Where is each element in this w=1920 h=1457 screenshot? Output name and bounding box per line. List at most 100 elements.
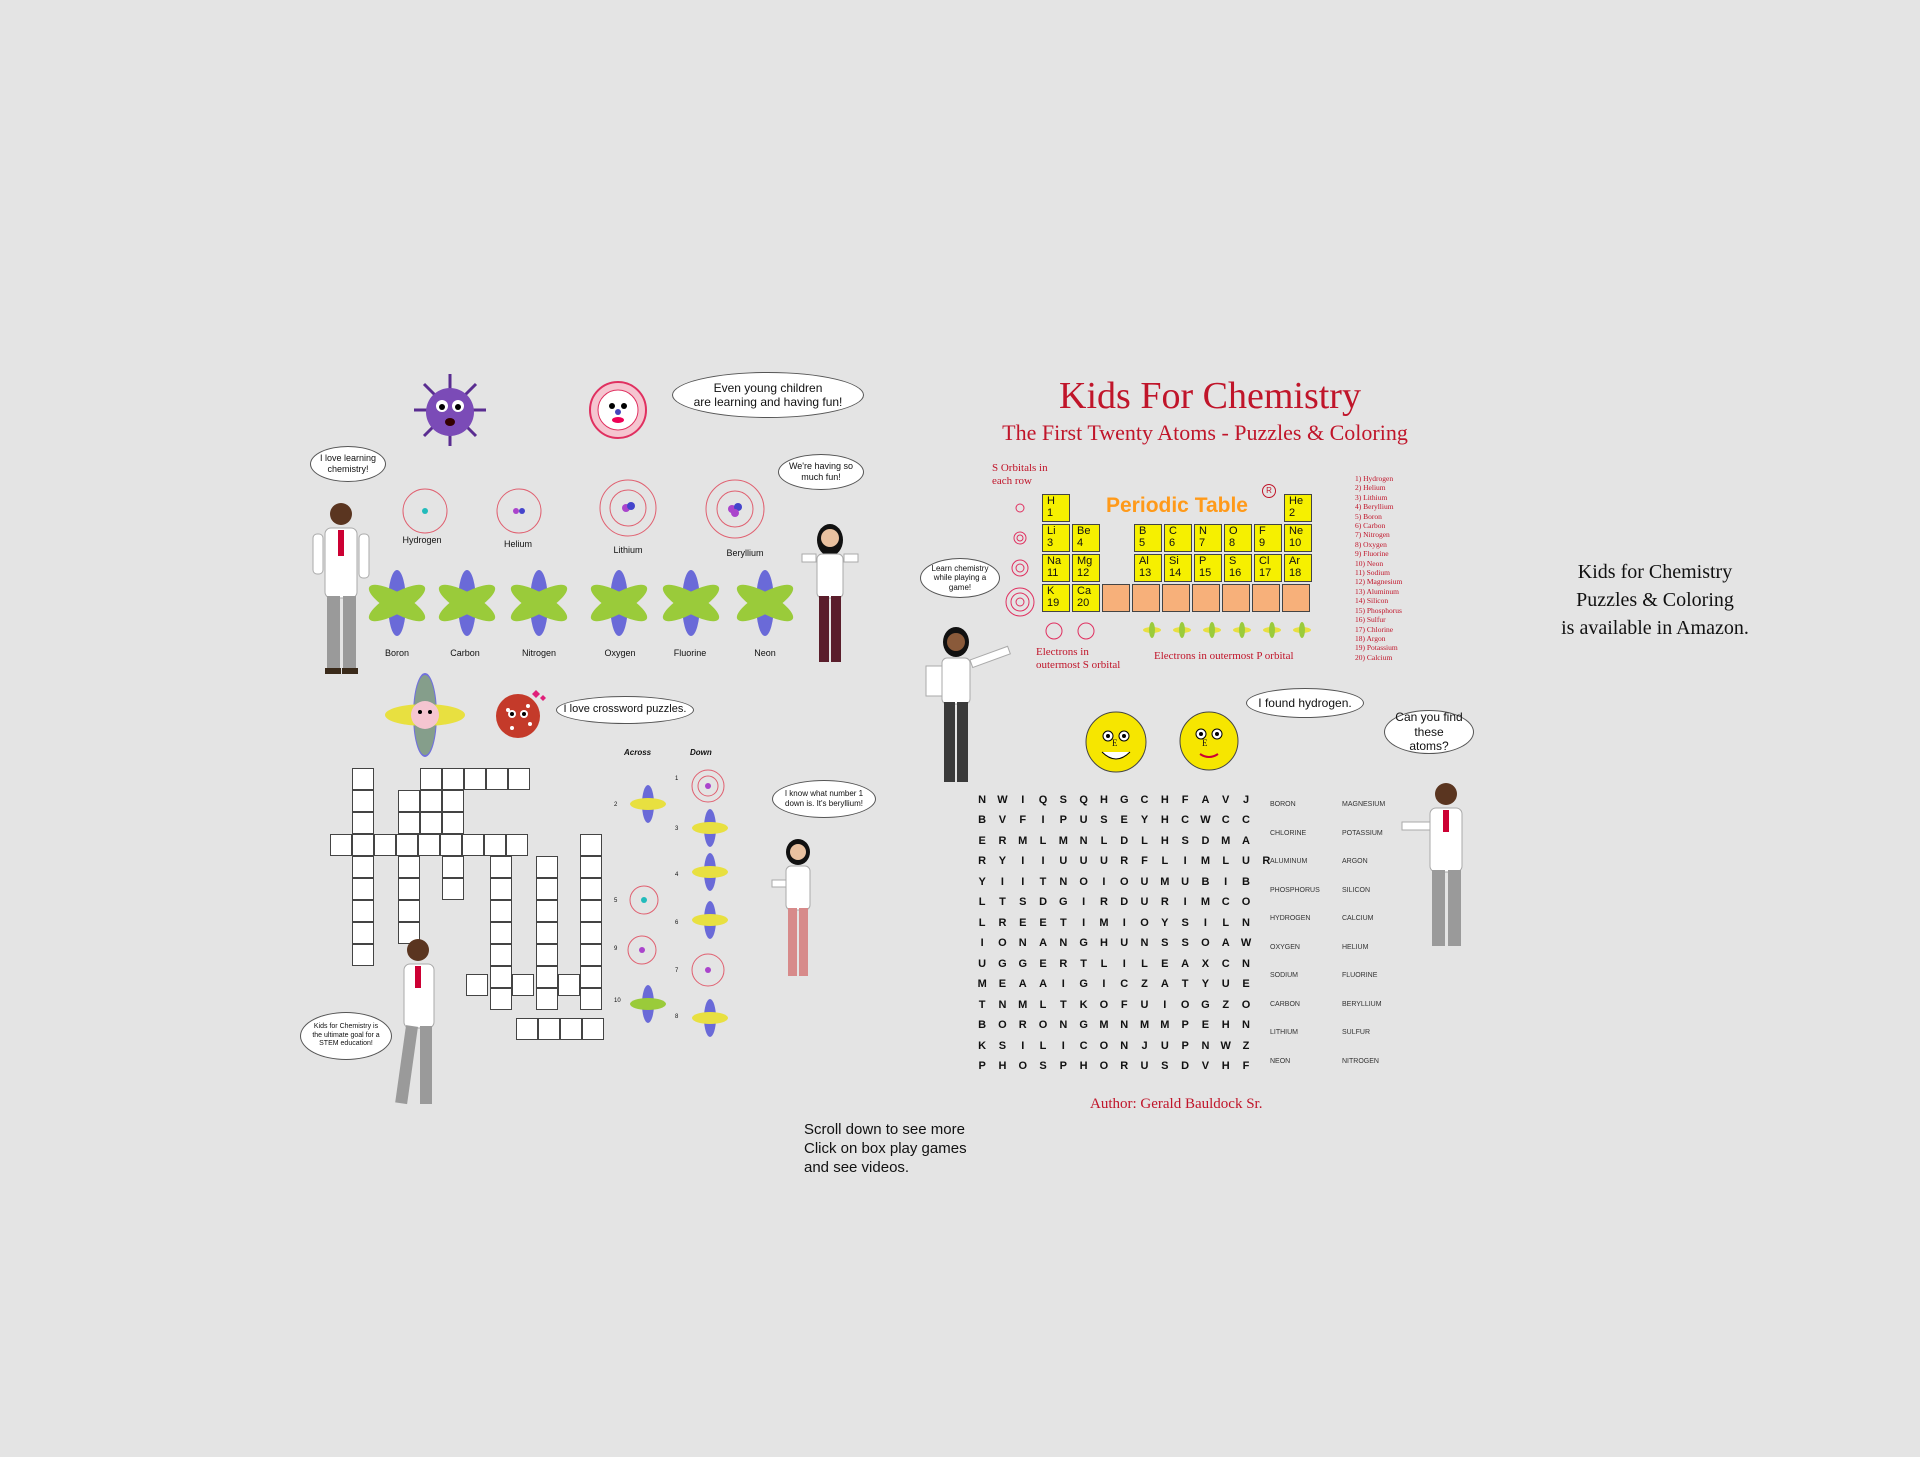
word-search-letter[interactable]: A (1039, 937, 1048, 949)
word-search-letter[interactable]: S (1181, 917, 1189, 929)
word-search-letter[interactable]: I (1021, 794, 1025, 806)
word-search-letter[interactable]: I (1000, 876, 1004, 888)
word-search-letter[interactable]: I (1021, 1040, 1025, 1052)
word-search-letter[interactable]: H (1079, 1060, 1088, 1072)
word-search-letter[interactable]: A (1018, 978, 1027, 990)
word-search-letter[interactable]: V (1201, 1060, 1210, 1072)
word-search-letter[interactable]: N (1242, 917, 1250, 929)
word-search-letter[interactable]: E (1201, 1019, 1210, 1031)
word-search-letter[interactable]: M (1200, 855, 1210, 867)
word-search-letter[interactable]: I (980, 937, 984, 949)
word-search-letter[interactable]: T (1181, 978, 1189, 990)
word-search-letter[interactable]: A (1242, 835, 1250, 847)
word-search-letter[interactable]: U (1242, 855, 1250, 867)
word-search-letter[interactable]: C (1181, 814, 1190, 826)
word-search-letter[interactable]: F (1181, 794, 1189, 806)
word-search-letter[interactable]: U (1079, 855, 1088, 867)
word-search-letter[interactable]: U (1160, 1040, 1169, 1052)
word-search-letter[interactable]: G (1079, 978, 1088, 990)
word-search-letter[interactable]: G (1119, 794, 1129, 806)
word-search-letter[interactable]: N (978, 794, 987, 806)
word-search-letter[interactable]: H (1221, 1019, 1230, 1031)
word-search-letter[interactable]: S (1059, 794, 1067, 806)
word-search-letter[interactable]: L (1039, 999, 1047, 1011)
word-search-letter[interactable]: R (998, 835, 1007, 847)
word-search-letter[interactable]: C (1120, 978, 1129, 990)
word-search-letter[interactable]: E (1242, 978, 1250, 990)
word-search-letter[interactable]: R (1160, 896, 1169, 908)
word-search-letter[interactable]: G (1079, 1019, 1088, 1031)
word-search-letter[interactable]: O (1241, 999, 1251, 1011)
word-search-letter[interactable]: F (1019, 814, 1027, 826)
word-search-letter[interactable]: I (1163, 999, 1167, 1011)
word-search-letter[interactable]: R (1018, 1019, 1027, 1031)
word-search-letter[interactable]: B (978, 1019, 987, 1031)
word-search-letter[interactable]: S (998, 1040, 1007, 1052)
word-search-letter[interactable]: S (1161, 937, 1169, 949)
word-search-letter[interactable]: R (1262, 855, 1271, 867)
word-search-letter[interactable]: I (1041, 814, 1045, 826)
word-search-letter[interactable]: C (1079, 1040, 1088, 1052)
word-search-letter[interactable]: P (978, 1060, 986, 1072)
word-search-letter[interactable]: M (977, 978, 987, 990)
word-search-letter[interactable]: O (1201, 937, 1210, 949)
word-search-letter[interactable]: I (1183, 896, 1187, 908)
word-search-letter[interactable]: H (1160, 835, 1169, 847)
word-search-letter[interactable]: D (1039, 896, 1048, 908)
word-search-letter[interactable]: G (1201, 999, 1210, 1011)
word-search-letter[interactable]: I (1102, 876, 1106, 888)
word-search-letter[interactable]: W (997, 794, 1008, 806)
word-search-letter[interactable]: J (1141, 1040, 1148, 1052)
word-search-letter[interactable]: R (1120, 1060, 1129, 1072)
word-search-letter[interactable]: I (1122, 958, 1126, 970)
word-search-letter[interactable]: L (1161, 855, 1169, 867)
word-search-letter[interactable]: Z (1222, 999, 1230, 1011)
word-search-letter[interactable]: O (998, 1019, 1007, 1031)
word-search-letter[interactable]: B (1242, 876, 1250, 888)
word-search-letter[interactable]: N (1140, 937, 1149, 949)
word-search-letter[interactable]: O (1038, 1019, 1048, 1031)
word-search-letter[interactable]: L (1100, 958, 1108, 970)
word-search-letter[interactable]: S (1019, 896, 1027, 908)
word-search-letter[interactable]: K (978, 1040, 987, 1052)
word-search-letter[interactable]: L (1039, 835, 1047, 847)
word-search-letter[interactable]: F (1242, 1060, 1250, 1072)
word-search-letter[interactable]: M (1099, 917, 1109, 929)
word-search-letter[interactable]: H (1099, 937, 1108, 949)
word-search-letter[interactable]: U (1181, 876, 1190, 888)
word-search-letter[interactable]: L (1039, 1040, 1047, 1052)
word-search-letter[interactable]: L (978, 917, 986, 929)
word-search-letter[interactable]: M (1099, 1019, 1109, 1031)
word-search-letter[interactable]: O (1180, 999, 1190, 1011)
word-search-letter[interactable]: I (1061, 978, 1065, 990)
word-search-letter[interactable]: M (1160, 1019, 1170, 1031)
word-search-letter[interactable]: N (1120, 1019, 1129, 1031)
word-search-letter[interactable]: M (1018, 999, 1028, 1011)
word-search-letter[interactable]: T (1080, 958, 1087, 970)
word-search-letter[interactable]: T (1059, 999, 1067, 1011)
word-search-letter[interactable]: Y (1161, 917, 1169, 929)
word-search-letter[interactable]: C (1140, 794, 1149, 806)
word-search-letter[interactable]: H (998, 1060, 1007, 1072)
word-search-letter[interactable]: A (1221, 937, 1230, 949)
word-search-letter[interactable]: M (1058, 835, 1068, 847)
word-search-letter[interactable]: Y (1140, 814, 1149, 826)
word-search-letter[interactable]: T (999, 896, 1006, 908)
word-search-letter[interactable]: N (1201, 1040, 1210, 1052)
word-search-letter[interactable]: P (1059, 814, 1067, 826)
word-search-letter[interactable]: U (1079, 814, 1088, 826)
word-search-letter[interactable]: I (1203, 917, 1207, 929)
word-search-letter[interactable]: H (1160, 814, 1169, 826)
word-search-letter[interactable]: P (1059, 1060, 1067, 1072)
word-search-letter[interactable]: O (1099, 1060, 1109, 1072)
